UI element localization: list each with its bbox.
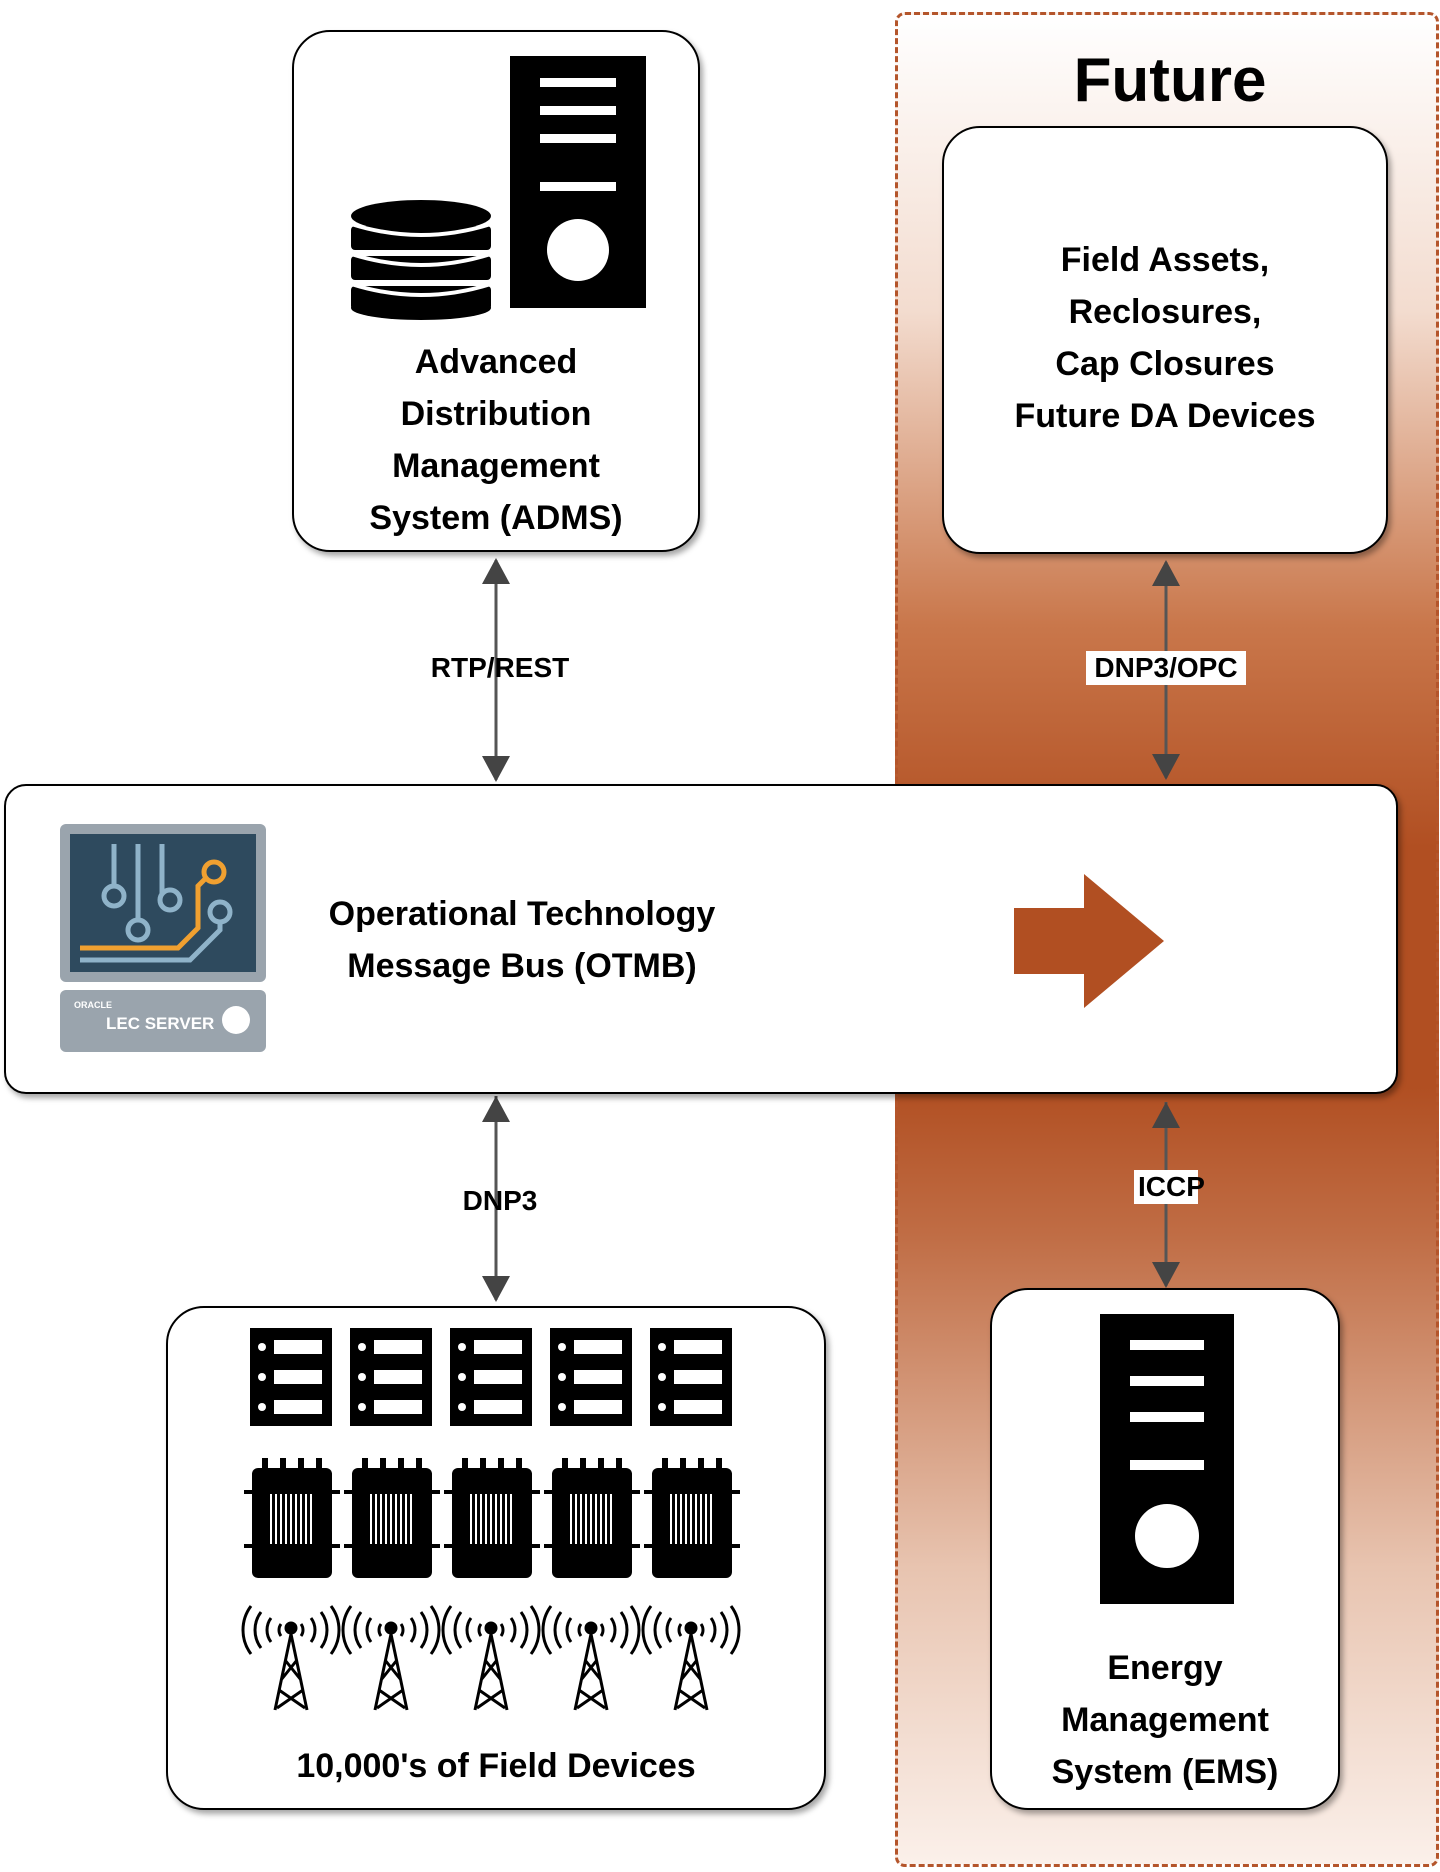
cell-tower-icon — [541, 1605, 641, 1711]
power-indicator — [222, 1006, 250, 1034]
field-devices-node: 10,000's of Field Devices — [166, 1306, 826, 1810]
rack-server-icon — [250, 1328, 332, 1426]
field-assets-label-line: Cap Closures — [1055, 345, 1275, 383]
connection-label-field-otmb: DNP3/OPC — [1086, 651, 1246, 685]
field-assets-node: Field Assets, Reclosures, Cap Closures F… — [942, 126, 1388, 554]
rack-server-icon — [450, 1328, 532, 1426]
field-assets-label-line: Reclosures, — [1068, 293, 1262, 331]
ems-label: Energy Management System (EMS) — [992, 1642, 1338, 1798]
field-assets-label: Field Assets, Reclosures, Cap Closures F… — [944, 234, 1386, 442]
right-arrow-icon — [1014, 874, 1164, 1008]
ems-label-line: System (EMS) — [1051, 1753, 1279, 1791]
arrow-otmb-devices — [482, 1096, 510, 1302]
server-label: LEC SERVER — [106, 1014, 215, 1033]
adms-node: Advanced Distribution Management System … — [292, 30, 700, 552]
connection-label-otmb-ems: ICCP — [1134, 1170, 1205, 1204]
cell-tower-icon — [441, 1605, 541, 1711]
otmb-node: ORACLE LEC SERVER Operational Technology… — [4, 784, 1398, 1094]
field-devices-label: 10,000's of Field Devices — [296, 1747, 696, 1785]
transformer-icon — [544, 1458, 640, 1578]
otmb-label-line: Message Bus (OTMB) — [347, 947, 697, 985]
rack-server-icon — [350, 1328, 432, 1426]
adms-label-line: Management — [392, 447, 600, 485]
cell-tower-icon — [341, 1605, 441, 1711]
cell-tower-icon — [241, 1605, 341, 1711]
transformer-icon — [644, 1458, 740, 1578]
adms-label: Advanced Distribution Management System … — [294, 336, 698, 544]
server-brand: ORACLE — [74, 1000, 112, 1010]
rack-server-icon — [550, 1328, 632, 1426]
server-tower-icon — [1100, 1314, 1234, 1604]
otmb-label-line: Operational Technology — [328, 895, 716, 933]
otmb-label: Operational Technology Message Bus (OTMB… — [242, 888, 802, 992]
device-icons — [241, 1328, 741, 1711]
ems-label-line: Management — [1061, 1701, 1269, 1739]
circuit-icon — [70, 834, 256, 972]
field-assets-label-line: Future DA Devices — [1014, 397, 1316, 435]
transformer-icon — [344, 1458, 440, 1578]
ems-label-line: Energy — [1107, 1649, 1223, 1687]
adms-label-line: System (ADMS) — [369, 499, 623, 537]
database-icon — [351, 200, 491, 320]
server-tower-icon — [510, 56, 646, 308]
lec-server-icon: ORACLE LEC SERVER — [60, 824, 266, 1054]
adms-label-line: Advanced — [414, 343, 578, 381]
field-assets-label-line: Field Assets, — [1060, 241, 1270, 279]
connection-label-otmb-devices: DNP3 — [462, 1185, 538, 1216]
arrow-adms-otmb — [482, 558, 510, 782]
cell-tower-icon — [641, 1605, 741, 1711]
transformer-icon — [244, 1458, 340, 1578]
ems-node: Energy Management System (EMS) — [990, 1288, 1340, 1810]
connection-label-adms-otmb: RTP/REST — [430, 652, 570, 683]
server-nameplate: ORACLE LEC SERVER — [60, 990, 266, 1052]
future-title: Future — [1073, 46, 1267, 115]
adms-label-line: Distribution — [400, 395, 592, 433]
rack-server-icon — [650, 1328, 732, 1426]
transformer-icon — [444, 1458, 540, 1578]
